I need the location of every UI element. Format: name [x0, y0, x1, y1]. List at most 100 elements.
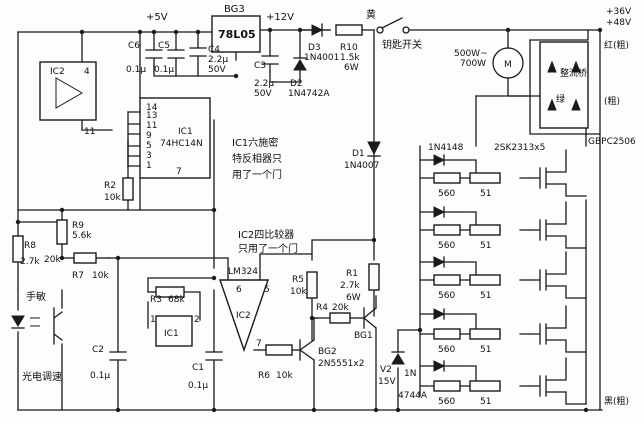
label-ic2b: IC2 — [236, 311, 251, 321]
label-r10: R10 — [340, 43, 358, 53]
resistor-r10 — [335, 24, 363, 36]
label-560-3: 560 — [438, 291, 455, 301]
label-r5: R5 — [292, 275, 304, 285]
resistor-560-2 — [433, 224, 461, 236]
label-pin9: 9 — [146, 131, 152, 141]
label-20k: 20k — [44, 255, 61, 265]
label-r1: R1 — [346, 269, 358, 279]
label-key-switch: 钥匙开关 — [382, 38, 422, 51]
capacitor-c1 — [205, 351, 223, 369]
key-switch-symbol — [376, 17, 410, 34]
label-560-4: 560 — [438, 345, 455, 355]
label-note-ic1-3: 用了一个门 — [232, 168, 282, 181]
resistor-r1 — [368, 263, 380, 291]
zener-d2 — [293, 57, 307, 71]
gate-drive-row-2 — [419, 201, 587, 249]
label-r9: R9 — [72, 221, 84, 231]
label-r7: R7 — [72, 271, 84, 281]
label-ic1b: IC1 — [164, 329, 179, 339]
label-c2v: 0.1μ — [90, 371, 110, 381]
resistor-r6 — [265, 344, 293, 356]
label-lv: 绿 — [556, 93, 565, 105]
capacitor-c4 — [189, 47, 207, 65]
label-bg2: BG2 — [318, 347, 337, 357]
label-v2: V2 — [380, 365, 392, 375]
label-pin1b: 1 — [150, 315, 156, 325]
ic1-package — [139, 97, 211, 179]
resistor-r5 — [306, 271, 318, 299]
label-51-5: 51 — [480, 397, 491, 407]
label-pin1: 1 — [146, 161, 152, 171]
label-560-2: 560 — [438, 241, 455, 251]
label-1n: 1N — [404, 369, 416, 379]
label-shoumin: 手敏 — [26, 290, 46, 303]
label-r4v: 20k — [332, 303, 349, 313]
label-51-1: 51 — [480, 189, 491, 199]
diode-d1 — [367, 141, 381, 163]
ic2-package — [39, 61, 97, 121]
resistor-560-1 — [433, 172, 461, 184]
label-photo: 光电调速 — [22, 370, 62, 383]
label-r2: R2 — [104, 181, 116, 191]
label-c4u: 50V — [208, 65, 226, 75]
label-c6v: 0.1μ — [126, 65, 146, 75]
capacitor-c2 — [109, 351, 127, 369]
label-lm324: LM324 — [228, 267, 258, 277]
label-ic2: IC2 — [50, 67, 65, 77]
ic1-pin-stubs — [127, 111, 141, 167]
label-bg1: BG1 — [354, 331, 373, 341]
label-r6: R6 — [258, 371, 270, 381]
junction-dots — [15, 27, 603, 413]
resistor-r7 — [73, 252, 97, 264]
diode-d3 — [301, 23, 331, 37]
bridge-diodes — [547, 60, 581, 111]
label-c4v: 2.2μ — [208, 55, 228, 65]
ic1-gate — [155, 315, 193, 347]
label-c2: C2 — [92, 345, 104, 355]
resistor-560-4 — [433, 328, 461, 340]
label-bg2v: 2N5551x2 — [318, 359, 364, 369]
label-ic1-name: IC1 — [178, 127, 193, 137]
label-pin13: 13 — [146, 111, 157, 121]
label-c5: C5 — [158, 41, 170, 51]
label-r3: R3 — [150, 295, 162, 305]
label-v2v: 15V — [378, 377, 396, 387]
wiring — [17, 29, 603, 411]
label-plus5v: +5V — [146, 12, 168, 23]
capacitor-c6 — [145, 49, 163, 67]
label-pin7: 7 — [176, 167, 182, 177]
label-pin11: 11 — [84, 127, 95, 137]
label-pin5: 5 — [146, 141, 152, 151]
label-560-1: 560 — [438, 189, 455, 199]
label-hong: 红(粗) — [604, 39, 629, 51]
label-78l05: 78L05 — [218, 28, 256, 41]
labels: +5V BG3 78L05 +12V 黄 +36V +48V C6 0.1μ C… — [20, 4, 636, 407]
label-r9v: 5.6k — [72, 231, 92, 241]
label-gbpc: GBPC2506 — [588, 137, 636, 147]
label-r10p: 6W — [344, 63, 359, 73]
zener-v2 — [391, 351, 405, 365]
label-pin3: 3 — [146, 151, 152, 161]
gate-drive-row-3 — [419, 251, 587, 299]
label-motor: M — [504, 60, 512, 70]
label-r7v: 10k — [92, 271, 109, 281]
label-ic1-type: 74HC14N — [160, 139, 203, 149]
resistor-r9 — [56, 219, 68, 245]
label-pin6: 6 — [236, 285, 242, 295]
label-r3v: 68k — [168, 295, 185, 305]
capacitor-c3 — [261, 55, 279, 73]
label-note-ic2-2: 只用了一个门 — [238, 242, 298, 255]
label-r4: R4 — [316, 303, 328, 313]
label-cu: (粗) — [604, 95, 620, 107]
label-c1v: 0.1μ — [188, 381, 208, 391]
label-r8: R8 — [24, 241, 36, 251]
ic2-buffer-symbol — [55, 77, 84, 109]
label-note-ic1-2: 特反相器只 — [232, 152, 282, 165]
resistor-r4 — [329, 312, 351, 324]
label-4744a: 4744A — [398, 391, 428, 401]
label-r6v: 10k — [276, 371, 293, 381]
gate-drive-row-5 — [419, 357, 587, 405]
photo-sensor — [11, 307, 63, 345]
resistor-r2 — [122, 177, 134, 201]
